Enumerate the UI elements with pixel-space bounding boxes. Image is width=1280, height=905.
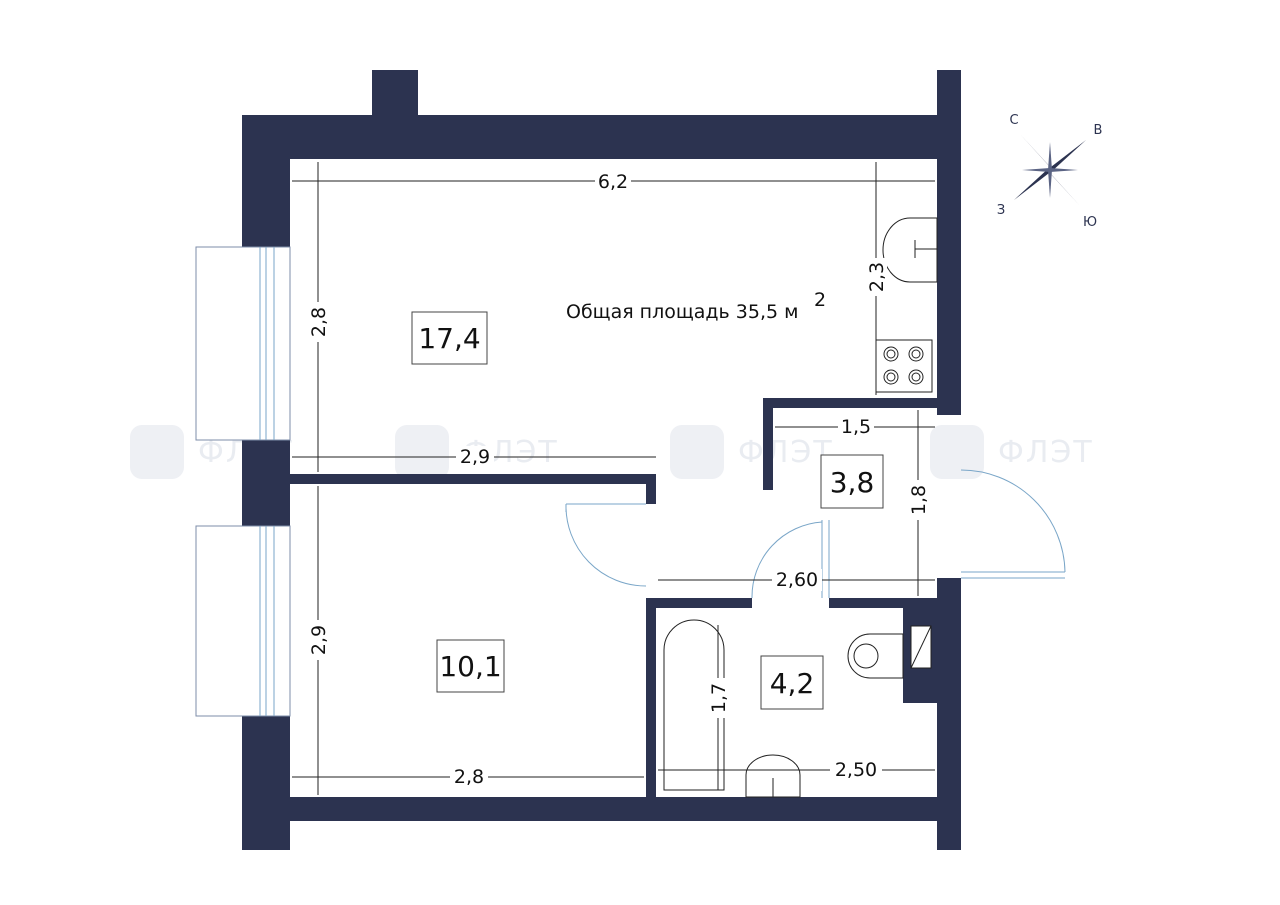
area-bedroom-label: 10,1 xyxy=(439,650,501,683)
door-entrance xyxy=(960,469,1066,579)
total-area-superscript: 2 xyxy=(814,289,826,311)
area-bathroom-label: 4,2 xyxy=(770,667,815,700)
walls xyxy=(242,70,961,850)
wall-left-middle xyxy=(242,440,290,526)
dim-corridor-width: 2,60 xyxy=(776,569,818,591)
compass-north: С xyxy=(1009,113,1018,128)
kitchen-sink xyxy=(882,217,938,283)
dim-bedroom-width: 2,8 xyxy=(454,766,484,788)
watermark-group: ФЛЭТ ФЛЭТ ФЛЭТ ФЛЭТ xyxy=(130,425,1094,479)
dim-living-lower-width: 2,9 xyxy=(460,446,490,468)
wall-top-shaft xyxy=(372,70,418,130)
dimension-labels: 6,2 2,8 2,3 2,9 1,5 1,8 2,9 2,8 2,60 1,7… xyxy=(307,170,930,788)
wall-right-upper xyxy=(937,115,961,415)
dim-bath-width: 2,50 xyxy=(835,759,877,781)
svg-text:ФЛЭТ: ФЛЭТ xyxy=(998,435,1094,470)
wall-bath-left xyxy=(646,598,656,797)
compass-east: В xyxy=(1094,123,1103,138)
svg-text:ФЛЭТ: ФЛЭТ xyxy=(738,435,834,470)
wall-hall-horizontal xyxy=(763,398,937,408)
area-living-label: 17,4 xyxy=(418,322,480,355)
dim-kitchen-height: 2,3 xyxy=(866,262,888,292)
room-area-living: 17,4 xyxy=(411,311,488,365)
wall-partition-horizontal xyxy=(290,474,656,484)
wall-top xyxy=(242,115,961,159)
wall-bottom xyxy=(242,797,961,821)
room-area-bathroom: 4,2 xyxy=(760,655,824,710)
dim-hall-width: 1,5 xyxy=(841,416,871,438)
door-bedroom xyxy=(565,503,647,587)
room-area-bedroom: 10,1 xyxy=(436,639,505,693)
bathroom-sink xyxy=(745,754,801,798)
compass-west: З xyxy=(997,203,1005,218)
shaft-vent xyxy=(910,625,932,669)
window-bedroom xyxy=(195,525,291,717)
watermark-4: ФЛЭТ xyxy=(930,425,1094,479)
wall-bath-top-left xyxy=(646,598,752,608)
room-area-hall: 3,8 xyxy=(820,454,884,509)
total-area-text: Общая площадь 35,5 м xyxy=(566,301,798,323)
compass-south: Ю xyxy=(1083,215,1097,230)
wall-hall-vertical xyxy=(763,398,773,490)
dim-hall-height: 1,8 xyxy=(908,485,930,515)
watermark-2: ФЛЭТ xyxy=(395,425,557,479)
watermark-3: ФЛЭТ xyxy=(670,425,834,479)
dim-living-height: 2,8 xyxy=(308,307,330,337)
stove xyxy=(875,339,933,393)
compass-icon xyxy=(1014,134,1086,206)
dim-bath-height: 1,7 xyxy=(708,683,730,713)
dim-living-width: 6,2 xyxy=(598,171,628,193)
area-hall-label: 3,8 xyxy=(830,466,875,499)
dim-bedroom-height: 2,9 xyxy=(308,625,330,655)
window-living xyxy=(195,246,291,441)
bathtub xyxy=(663,619,725,791)
total-area: Общая площадь 35,5 м 2 xyxy=(566,289,826,323)
toilet xyxy=(847,633,904,679)
wall-left-upper xyxy=(242,115,290,247)
wall-partition-end xyxy=(646,474,656,504)
wall-bottom-left xyxy=(242,821,290,850)
compass-rose: С В З Ю xyxy=(997,113,1103,230)
wall-bath-top-right xyxy=(829,598,937,608)
